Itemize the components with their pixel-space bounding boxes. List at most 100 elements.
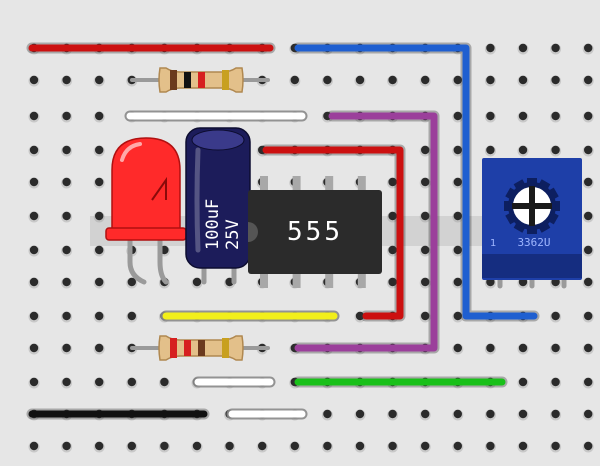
- breadboard-hole[interactable]: [127, 311, 136, 321]
- breadboard-hole[interactable]: [95, 75, 104, 85]
- led[interactable]: [105, 137, 187, 285]
- breadboard-hole[interactable]: [421, 441, 430, 451]
- breadboard-hole[interactable]: [453, 245, 462, 255]
- breadboard-hole[interactable]: [290, 441, 299, 451]
- breadboard-hole[interactable]: [95, 177, 104, 187]
- breadboard-hole[interactable]: [584, 111, 593, 121]
- breadboard-hole[interactable]: [584, 343, 593, 353]
- breadboard-hole[interactable]: [388, 75, 397, 85]
- breadboard-hole[interactable]: [453, 311, 462, 321]
- ic-555-chip[interactable]: 555: [248, 176, 382, 288]
- breadboard-hole[interactable]: [127, 377, 136, 387]
- breadboard-hole[interactable]: [62, 177, 71, 187]
- breadboard-hole[interactable]: [486, 43, 495, 53]
- breadboard-hole[interactable]: [29, 441, 39, 451]
- breadboard-hole[interactable]: [95, 311, 104, 321]
- wire-red-ic[interactable]: [260, 144, 406, 322]
- resistor-top[interactable]: [130, 67, 270, 93]
- breadboard-hole[interactable]: [29, 311, 39, 321]
- breadboard-hole[interactable]: [62, 311, 71, 321]
- electrolytic-capacitor[interactable]: 100uF 25V: [185, 127, 251, 285]
- breadboard-hole[interactable]: [453, 441, 462, 451]
- breadboard-hole[interactable]: [62, 441, 71, 451]
- breadboard-hole[interactable]: [584, 211, 593, 221]
- breadboard-hole[interactable]: [518, 343, 528, 353]
- breadboard-hole[interactable]: [323, 441, 332, 451]
- breadboard-hole[interactable]: [551, 343, 560, 353]
- breadboard-hole[interactable]: [323, 409, 332, 419]
- breadboard-hole[interactable]: [551, 409, 560, 419]
- breadboard-hole[interactable]: [518, 377, 528, 387]
- breadboard-hole[interactable]: [551, 145, 560, 155]
- breadboard-hole[interactable]: [486, 343, 495, 353]
- breadboard-hole[interactable]: [421, 409, 430, 419]
- breadboard-hole[interactable]: [62, 277, 71, 287]
- breadboard-hole[interactable]: [388, 245, 397, 255]
- wire-blue-pot[interactable]: [292, 42, 540, 322]
- breadboard-hole[interactable]: [551, 43, 560, 53]
- breadboard-hole[interactable]: [551, 377, 560, 387]
- breadboard-hole[interactable]: [453, 111, 462, 121]
- breadboard-hole[interactable]: [355, 409, 365, 419]
- breadboard-hole[interactable]: [421, 277, 430, 287]
- breadboard-hole[interactable]: [551, 111, 560, 121]
- breadboard-hole[interactable]: [421, 145, 430, 155]
- breadboard-hole[interactable]: [225, 441, 234, 451]
- breadboard-hole[interactable]: [62, 343, 71, 353]
- breadboard-hole[interactable]: [388, 441, 397, 451]
- breadboard-hole[interactable]: [486, 75, 495, 85]
- breadboard-hole[interactable]: [518, 75, 528, 85]
- breadboard-hole[interactable]: [355, 75, 365, 85]
- breadboard-hole[interactable]: [95, 145, 104, 155]
- breadboard-hole[interactable]: [453, 211, 462, 221]
- breadboard-hole[interactable]: [388, 211, 397, 221]
- breadboard-hole[interactable]: [95, 211, 104, 221]
- breadboard-hole[interactable]: [388, 277, 397, 287]
- breadboard-hole[interactable]: [421, 75, 430, 85]
- breadboard-hole[interactable]: [584, 245, 593, 255]
- breadboard-hole[interactable]: [551, 75, 560, 85]
- breadboard-hole[interactable]: [29, 245, 39, 255]
- breadboard-hole[interactable]: [584, 311, 593, 321]
- breadboard-hole[interactable]: [584, 441, 593, 451]
- breadboard-hole[interactable]: [95, 343, 104, 353]
- breadboard-hole[interactable]: [62, 111, 71, 121]
- breadboard-hole[interactable]: [584, 377, 593, 387]
- breadboard-hole[interactable]: [421, 245, 430, 255]
- breadboard-hole[interactable]: [551, 441, 560, 451]
- breadboard-hole[interactable]: [551, 311, 560, 321]
- breadboard-hole[interactable]: [388, 409, 397, 419]
- breadboard-hole[interactable]: [95, 277, 104, 287]
- breadboard-hole[interactable]: [518, 43, 528, 53]
- breadboard-hole[interactable]: [160, 441, 169, 451]
- breadboard-hole[interactable]: [160, 377, 169, 387]
- breadboard-hole[interactable]: [29, 75, 39, 85]
- breadboard-hole[interactable]: [29, 377, 39, 387]
- breadboard-hole[interactable]: [29, 177, 39, 187]
- breadboard-hole[interactable]: [29, 211, 39, 221]
- breadboard-hole[interactable]: [453, 75, 462, 85]
- breadboard-hole[interactable]: [355, 441, 365, 451]
- breadboard-hole[interactable]: [62, 75, 71, 85]
- breadboard-hole[interactable]: [29, 277, 39, 287]
- breadboard-hole[interactable]: [584, 277, 593, 287]
- breadboard-hole[interactable]: [421, 211, 430, 221]
- breadboard-hole[interactable]: [486, 111, 495, 121]
- breadboard-hole[interactable]: [518, 441, 528, 451]
- breadboard-hole[interactable]: [355, 311, 365, 321]
- breadboard-hole[interactable]: [29, 343, 39, 353]
- breadboard-hole[interactable]: [453, 343, 462, 353]
- breadboard-hole[interactable]: [584, 75, 593, 85]
- breadboard-hole[interactable]: [584, 177, 593, 187]
- breadboard-hole[interactable]: [453, 177, 462, 187]
- breadboard-hole[interactable]: [453, 145, 462, 155]
- breadboard-hole[interactable]: [388, 177, 397, 187]
- breadboard-hole[interactable]: [62, 377, 71, 387]
- breadboard-hole[interactable]: [95, 377, 104, 387]
- breadboard-hole[interactable]: [584, 43, 593, 53]
- breadboard-hole[interactable]: [95, 441, 104, 451]
- breadboard-hole[interactable]: [29, 145, 39, 155]
- breadboard-hole[interactable]: [95, 111, 104, 121]
- breadboard-hole[interactable]: [258, 441, 267, 451]
- breadboard-hole[interactable]: [486, 441, 495, 451]
